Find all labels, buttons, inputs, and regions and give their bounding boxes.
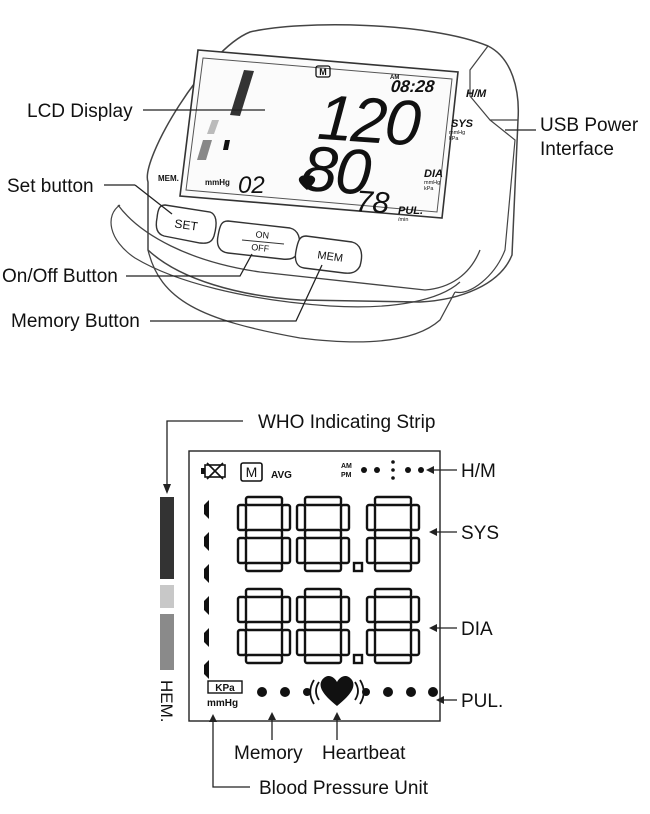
memory-button-leader xyxy=(150,264,323,322)
sys-callout: SYS xyxy=(461,523,499,544)
who-strip-light xyxy=(207,120,219,134)
memory-button-callout: Memory Button xyxy=(11,311,140,332)
pulse-reading: 78 xyxy=(355,185,391,220)
detail-who-strip xyxy=(160,497,174,670)
detail-leaders xyxy=(163,420,457,788)
who-bar-light xyxy=(160,585,174,608)
pul-label: PUL. xyxy=(398,205,423,217)
detail-memory-badge: M xyxy=(246,464,258,480)
time-display: 08:28 xyxy=(390,77,436,96)
who-level-markers xyxy=(204,500,209,679)
avg-indicator: AVG xyxy=(271,470,292,481)
who-bar-dark xyxy=(160,497,174,579)
onoff-button-leader xyxy=(126,253,253,277)
pul-callout: PUL. xyxy=(461,691,503,712)
dia-callout: DIA xyxy=(461,619,493,640)
who-strip-marker xyxy=(223,140,230,150)
heartbeat-callout: Heartbeat xyxy=(322,743,406,764)
dia-digit-2 xyxy=(295,587,351,665)
unit-label: mmHg xyxy=(205,178,230,187)
onoff-divider xyxy=(241,239,285,245)
usb-callout-line2: Interface xyxy=(540,139,614,160)
device-front-edge xyxy=(110,204,461,308)
mmhg-unit: mmHg xyxy=(207,698,238,709)
heart-icon xyxy=(298,175,316,190)
onoff-button-callout: On/Off Button xyxy=(2,266,118,287)
dia-unit-kpa: kPa xyxy=(424,186,434,192)
dia-digit-3 xyxy=(365,587,421,665)
dia-digits xyxy=(236,587,421,665)
detail-memory-badge-frame xyxy=(240,462,263,482)
who-strip-callout: WHO Indicating Strip xyxy=(258,412,435,433)
set-button[interactable]: SET xyxy=(155,204,217,244)
memory-badge-frame xyxy=(315,65,331,78)
usb-callout-line1: USB Power xyxy=(540,115,639,136)
on-label: ON xyxy=(255,229,269,240)
device-who-strip xyxy=(197,70,254,160)
dia-digit-1 xyxy=(236,587,292,665)
memory-callout: Memory xyxy=(234,743,303,764)
sys-digit-3 xyxy=(365,495,421,573)
sys-digit-1 xyxy=(236,495,292,573)
set-button-label: SET xyxy=(174,216,200,233)
set-button-callout: Set button xyxy=(7,176,94,197)
who-bar-medium xyxy=(160,614,174,670)
lcd-screen xyxy=(185,57,453,213)
mem-label: MEM. xyxy=(158,174,179,183)
kpa-unit: KPa xyxy=(215,683,235,694)
diastolic-reading: 80 xyxy=(299,132,373,209)
lcd-detail: M AVG AM PM KPa mmHg xyxy=(188,450,441,722)
am-indicator: AM xyxy=(390,75,399,81)
detail-am-indicator: AM xyxy=(341,463,352,470)
who-strip-medium xyxy=(197,140,212,160)
onoff-button[interactable]: ON OFF xyxy=(216,220,301,260)
systolic-reading: 120 xyxy=(316,81,424,160)
hm-callout: H/M xyxy=(461,461,496,482)
mem-button-label: MEM xyxy=(317,249,344,264)
mem-button[interactable]: MEM xyxy=(294,235,363,274)
device-top-edge xyxy=(469,45,518,121)
detail-pm-indicator: PM xyxy=(341,472,352,479)
memory-badge: M xyxy=(319,67,327,77)
device-front-curve xyxy=(117,204,481,291)
device-lcd-content: M AM 08:28 120 80 mmHg 02 78 xyxy=(205,65,436,220)
off-label: OFF xyxy=(251,242,270,254)
bp-unit-callout: Blood Pressure Unit xyxy=(259,778,429,799)
blood-pressure-monitor: M AM 08:28 120 80 mmHg 02 78 H/M SYS mmH… xyxy=(104,24,536,343)
hem-label: HEM. xyxy=(157,680,176,723)
device-base-edge xyxy=(147,249,456,343)
heartbeat-icon xyxy=(309,675,365,706)
sys-unit-kpa: kPa xyxy=(449,136,459,142)
kpa-frame xyxy=(207,680,243,694)
set-button-leader-diag xyxy=(134,184,173,215)
sys-unit-mmhg: mmHg xyxy=(449,130,465,136)
sys-digit-2 xyxy=(295,495,351,573)
pul-unit: /min xyxy=(398,217,408,223)
who-strip-dark xyxy=(230,70,254,116)
dia-label: DIA xyxy=(424,168,443,180)
device-right-edge xyxy=(454,119,516,294)
sys-decimal-point xyxy=(352,561,364,573)
hm-label: H/M xyxy=(466,88,487,100)
lcd-display-callout: LCD Display xyxy=(27,101,133,122)
memory-number: 02 xyxy=(238,172,265,199)
sys-digits xyxy=(236,495,421,573)
battery-icon xyxy=(201,462,226,480)
lcd-bezel xyxy=(179,49,459,219)
dia-unit-mmhg: mmHg xyxy=(424,180,440,186)
sys-label: SYS xyxy=(451,118,474,130)
time-dots xyxy=(361,460,424,480)
dia-decimal-point xyxy=(352,653,364,665)
